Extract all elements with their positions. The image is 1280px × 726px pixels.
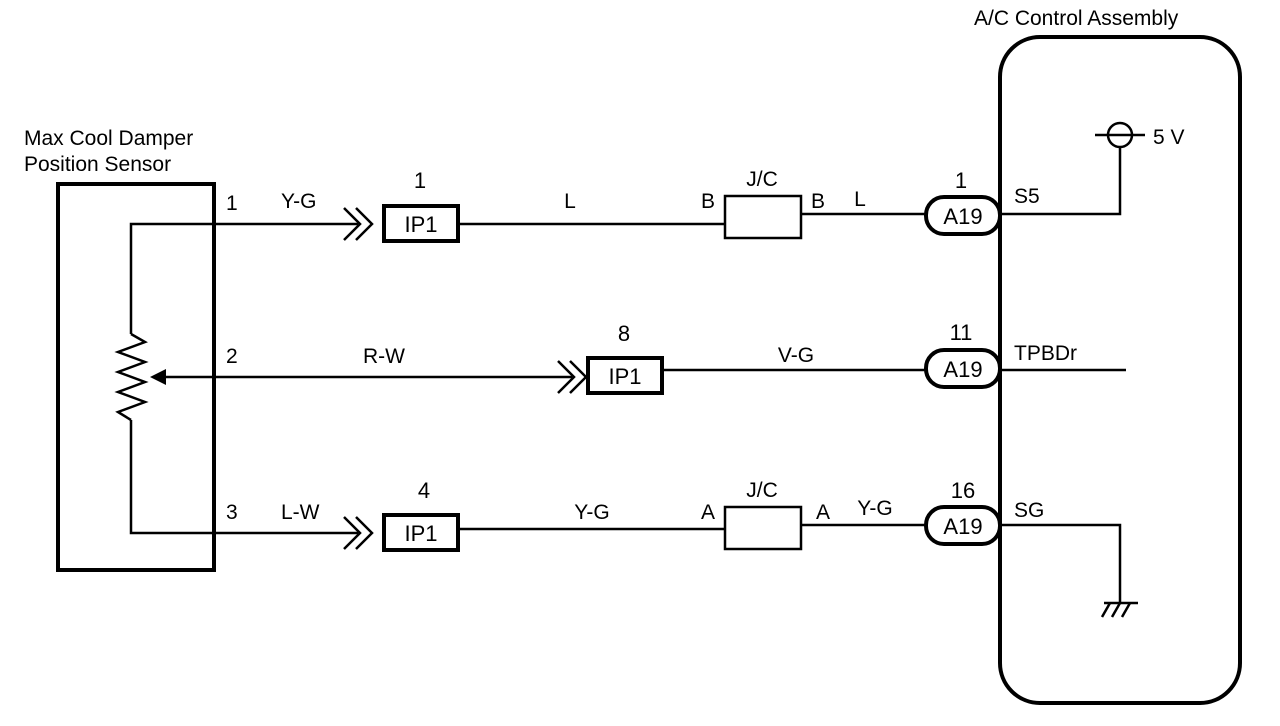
a19-row3-label: A19 (943, 514, 982, 539)
connector-chevron-icon (355, 516, 374, 550)
jc-row3-left: A (701, 501, 715, 524)
jc-row3-right: A (816, 501, 830, 524)
terminal-s5-label: S5 (1014, 185, 1040, 208)
a19-row1-label: A19 (943, 204, 982, 229)
sensor-internal-wire-top (129, 222, 214, 334)
connector-chevron-icon (557, 360, 576, 394)
junction-connector-row1 (723, 194, 803, 240)
sensor-pin-1: 1 (226, 192, 238, 215)
control-assembly-title: A/C Control Assembly (974, 7, 1179, 30)
a19-row1-pin: 1 (955, 168, 967, 193)
wire-label-row3-middle: Y-G (574, 501, 609, 524)
wire-label-row2-sensor: R-W (363, 345, 405, 368)
wiper-arrow-icon (150, 369, 166, 385)
connector-ip1-row3 (382, 513, 460, 552)
jc-row1-left: B (701, 190, 715, 213)
connector-ip1-row2 (586, 356, 664, 395)
ip1-row1-pin: 1 (414, 168, 426, 193)
sensor-title-line2: Position Sensor (24, 153, 171, 176)
connector-chevron-icon (343, 516, 362, 550)
wire-label-row2-ecu: V-G (778, 344, 814, 367)
internal-wire-s5 (1000, 147, 1122, 216)
sensor-pin-2: 2 (226, 345, 238, 368)
ip1-row3-label: IP1 (404, 521, 437, 546)
resistor-icon (114, 332, 149, 422)
sensor-title-line1: Max Cool Damper (24, 127, 193, 150)
connector-chevron-icon (343, 207, 362, 241)
sensor-internal-wire-bottom (129, 420, 214, 535)
ip1-row3-pin: 4 (418, 478, 430, 503)
terminal-sg-label: SG (1014, 499, 1044, 522)
wire-label-row1-middle: L (564, 190, 576, 213)
internal-wire-sg (1000, 523, 1122, 603)
junction-connector-row3 (723, 505, 803, 551)
ip1-row1-label: IP1 (404, 212, 437, 237)
sensor-pin-3: 3 (226, 501, 238, 524)
terminal-tpbdr-label: TPBDr (1014, 342, 1077, 365)
ip1-row2-label: IP1 (608, 364, 641, 389)
jc-row1-right: B (811, 190, 825, 213)
wire-label-row3-sensor: L-W (281, 501, 320, 524)
ip1-row2-pin: 8 (618, 321, 630, 346)
wire-label-row3-ecu: Y-G (857, 497, 892, 520)
wire-label-row1-ecu: L (854, 188, 866, 211)
jc-row1-label: J/C (746, 168, 778, 191)
a19-row3-pin: 16 (951, 478, 975, 503)
supply-voltage-label: 5 V (1153, 126, 1185, 149)
connector-chevron-icon (355, 207, 374, 241)
ground-icon (1100, 601, 1138, 618)
wire-label-row1-sensor: Y-G (281, 190, 316, 213)
jc-row3-label: J/C (746, 479, 778, 502)
a19-row2-pin: 11 (950, 320, 973, 345)
a19-row2-label: A19 (943, 357, 982, 382)
